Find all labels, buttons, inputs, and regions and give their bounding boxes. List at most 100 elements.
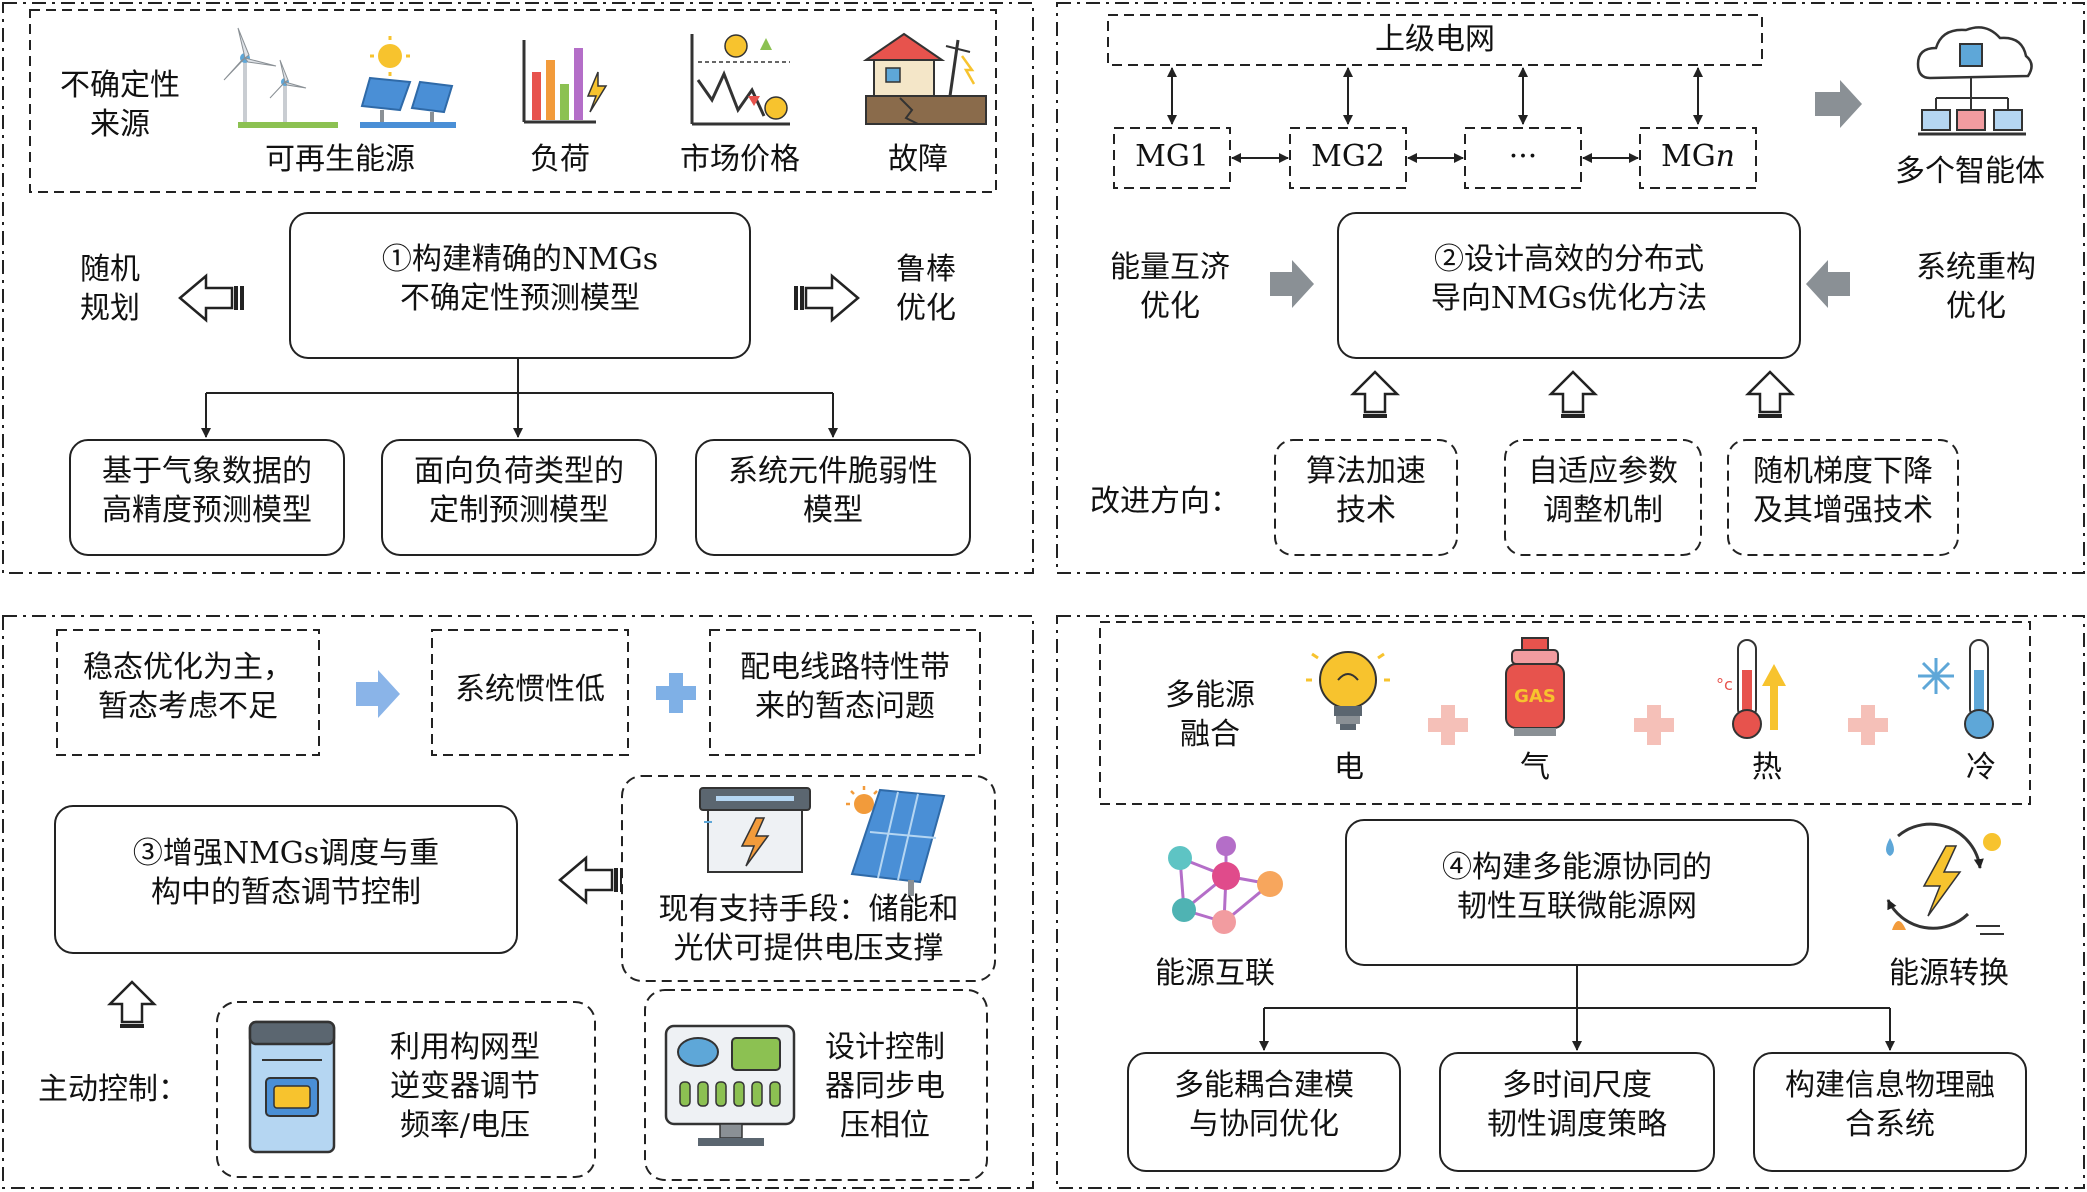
multi-agent-cloud-icon [1916, 26, 2033, 136]
q1-main-box [289, 212, 751, 359]
q4-fusion-box [1099, 621, 2031, 805]
mg-box-3 [1464, 127, 1582, 189]
mg-box-1 [1113, 127, 1231, 189]
q3-support-line2: 光伏可提供电压支撑 [673, 931, 944, 966]
q3-top-2-text: 系统惯性低 [455, 672, 605, 707]
q2-sub-1-line2: 技术 [1336, 493, 1396, 528]
agents-label: 多个智能体 [1895, 154, 2045, 189]
gray-arrow-left-in [1270, 260, 1314, 308]
q2-sub-box-1 [1274, 439, 1458, 556]
source-label-market: 市场价格 [680, 142, 800, 177]
svg-text:GAS: GAS [1514, 686, 1556, 707]
q2-up-arrow-2 [1549, 370, 1597, 420]
q4-main-title: ④构建多能源协同的 韧性互联微能源网 [1346, 848, 1808, 926]
q1-sub-box-2 [381, 439, 657, 556]
inverter-line1: 利用构网型 [390, 1030, 540, 1065]
q3-main-line1: ③增强NMGs调度与重 [132, 836, 440, 871]
q3-up-open-arrow [108, 980, 156, 1030]
reconfig-line1: 系统重构 [1916, 250, 2036, 285]
q4-sub-box-3 [1753, 1052, 2027, 1172]
energy-network-icon [1168, 836, 1283, 934]
q1-sub-1-line2: 高精度预测模型 [102, 493, 312, 528]
plus-icon-3 [1848, 705, 1888, 745]
source-label-fault: 故障 [888, 142, 948, 177]
mutual-aid-line1: 能量互济 [1110, 250, 1230, 285]
fusion-label: 多能源 融合 [1140, 676, 1280, 754]
q4-sub-1-line1: 多能耦合建模 [1174, 1068, 1354, 1103]
q3-top-3-text: 配电线路特性带 来的暂态问题 [710, 648, 980, 726]
fusion-line1: 多能源 [1165, 678, 1255, 713]
energy-label-cold: 冷 [1966, 750, 1996, 785]
improve-direction-label: 改进方向： [1090, 484, 1240, 519]
grid-forming-inverter-icon [248, 1020, 336, 1154]
source-label-renewable: 可再生能源 [265, 142, 415, 177]
q2-sub-1-text: 算法加速 技术 [1275, 452, 1457, 530]
blue-arrow [356, 670, 400, 718]
gray-arrow-to-agents [1815, 80, 1862, 128]
q4-sub-1-line2: 与协同优化 [1189, 1107, 1339, 1142]
q1-main-line1: ①构建精确的NMGs [381, 242, 659, 277]
reconfig-line2: 优化 [1946, 289, 2006, 324]
robust-line1: 鲁棒 [896, 252, 956, 287]
conversion-label: 能源转换 [1889, 956, 2009, 991]
q3-main-line2: 构中的暂态调节控制 [151, 875, 421, 910]
q2-up-arrow-1 [1351, 370, 1399, 420]
load-bar-chart-icon [522, 40, 608, 124]
solar-panel-icon [846, 786, 946, 896]
q3-frame [2, 615, 1034, 1189]
q2-main-title: ②设计高效的分布式 导向NMGs优化方法 [1338, 240, 1800, 318]
controller-panel-icon [664, 1024, 796, 1146]
q3-top-box-3 [709, 629, 981, 756]
source-label-load: 负荷 [530, 142, 590, 177]
fusion-line2: 融合 [1180, 717, 1240, 752]
q4-sub-1-text: 多能耦合建模 与协同优化 [1128, 1066, 1400, 1144]
mg-box-4 [1639, 127, 1757, 189]
mg-label-n: MGn [1640, 137, 1756, 176]
mg-label-ellipsis: ··· [1508, 139, 1538, 174]
q2-sub-box-3 [1727, 439, 1959, 556]
q2-sub-1-line1: 算法加速 [1306, 454, 1426, 489]
blue-plus-icon [656, 673, 696, 713]
light-bulb-icon [1306, 651, 1390, 730]
q3-top-1-line1: 稳态优化为主， [83, 650, 293, 685]
q1-sub-3-line2: 模型 [803, 493, 863, 528]
gas-cylinder-icon: GAS [1505, 637, 1565, 736]
q4-sub-2-line2: 韧性调度策略 [1487, 1107, 1667, 1142]
q2-sub-3-line1: 随机梯度下降 [1753, 454, 1933, 489]
inverter-text: 利用构网型 逆变器调节 频率/电压 [360, 1028, 570, 1145]
q2-main-line2: 导向NMGs优化方法 [1430, 281, 1708, 316]
svg-text:°c: °c [1716, 675, 1733, 694]
q2-sub-box-2 [1504, 439, 1702, 556]
energy-label-heat: 热 [1752, 750, 1782, 785]
q3-top-box-2 [431, 629, 629, 756]
q1-sub-1-text: 基于气象数据的 高精度预测模型 [70, 452, 344, 530]
inverter-line3: 频率/电压 [399, 1108, 531, 1143]
energy-mutual-aid-label: 能量互济 优化 [1090, 248, 1250, 326]
damaged-house-icon [862, 32, 987, 125]
q1-sub-2-line1: 面向负荷类型的 [414, 454, 624, 489]
q1-left-open-arrow [178, 274, 246, 322]
uncertainty-label-line1: 不确定性 [60, 68, 180, 103]
cold-thermometer-icon [1918, 639, 1994, 739]
q3-top-1-line2: 暂态考虑不足 [98, 689, 278, 724]
stochastic-planning-label: 随机 规划 [60, 250, 160, 328]
q4-sub-2-line1: 多时间尺度 [1502, 1068, 1652, 1103]
q4-main-line2: 韧性互联微能源网 [1457, 889, 1697, 924]
robust-line2: 优化 [896, 291, 956, 326]
reconfiguration-label: 系统重构 优化 [1896, 248, 2056, 326]
mg-box-2 [1289, 127, 1407, 189]
q2-sub-3-line2: 及其增强技术 [1753, 493, 1933, 528]
sync-line2: 器同步电 [825, 1069, 945, 1104]
q2-main-box [1337, 212, 1801, 359]
mg-label-n-suffix: n [1715, 139, 1735, 174]
mutual-aid-line2: 优化 [1140, 289, 1200, 324]
gray-arrow-right-in [1806, 260, 1850, 308]
q1-sub-3-text: 系统元件脆弱性 模型 [696, 452, 970, 530]
q1-sub-box-3 [695, 439, 971, 556]
q2-sub-2-text: 自适应参数 调整机制 [1505, 452, 1701, 530]
q1-sub-box-1 [69, 439, 345, 556]
q1-frame [2, 2, 1034, 574]
interconnect-label: 能源互联 [1155, 956, 1275, 991]
upper-grid-box [1107, 14, 1763, 66]
q1-sub-2-text: 面向负荷类型的 定制预测模型 [382, 452, 656, 530]
